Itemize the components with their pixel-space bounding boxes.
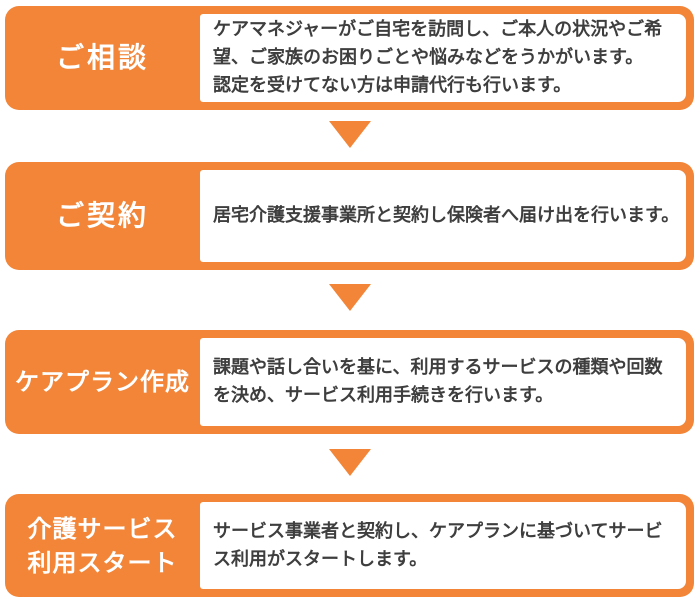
step-label: 介護サービス 利用スタート xyxy=(5,494,200,597)
step-label-text: ご相談 xyxy=(55,41,149,74)
down-arrow-icon xyxy=(329,449,371,476)
step-row-contract: ご契約 居宅介護支援事業所と契約し保険者へ届け出を行います。 xyxy=(5,162,694,270)
step-description-text: 居宅介護支援事業所と契約し保険者へ届け出を行います。 xyxy=(213,205,680,226)
step-label: ケアプラン作成 xyxy=(5,330,200,434)
step-row-service-start: 介護サービス 利用スタート サービス事業者と契約し、ケアプランに基づいてサービ … xyxy=(5,494,694,597)
step-description-text: 認定を受けてない方は申請代行も行います。 xyxy=(213,75,572,96)
step-label-text: 介護サービス xyxy=(27,514,178,543)
step-label-text: ご契約 xyxy=(55,199,149,232)
step-label: ご契約 xyxy=(5,162,200,270)
step-label-text: 利用スタート xyxy=(27,548,178,577)
step-description-text: ス利用がスタートします。 xyxy=(213,548,428,570)
step-description: 居宅介護支援事業所と契約し保険者へ届け出を行います。 xyxy=(200,170,686,262)
down-arrow-icon xyxy=(329,284,371,311)
step-row-care-plan: ケアプラン作成 課題や話し合いを基に、利用するサービスの種類や回数 を決め、サー… xyxy=(5,330,694,434)
step-label: ご相談 xyxy=(5,6,200,110)
step-description-text: 課題や話し合いを基に、利用するサービスの種類や回数 xyxy=(213,357,663,378)
step-description: ケアマネジャーがご自宅を訪問し、ご本人の状況やご希 望、ご家族のお困りごとや悩み… xyxy=(200,14,686,102)
step-description-text: ケアマネジャーがご自宅を訪問し、ご本人の状況やご希 xyxy=(213,19,663,40)
step-description: サービス事業者と契約し、ケアプランに基づいてサービ ス利用がスタートします。 xyxy=(200,502,686,589)
step-row-consultation: ご相談 ケアマネジャーがご自宅を訪問し、ご本人の状況やご希 望、ご家族のお困りご… xyxy=(5,6,694,110)
step-label-text: ケアプラン作成 xyxy=(15,368,190,396)
down-arrow-icon xyxy=(329,121,371,148)
step-description-text: サービス事業者と契約し、ケアプランに基づいてサービ xyxy=(213,520,663,542)
step-description-text: 望、ご家族のお困りごとや悩みなどをうかがいます。 xyxy=(213,47,644,68)
step-description: 課題や話し合いを基に、利用するサービスの種類や回数 を決め、サービス利用手続きを… xyxy=(200,338,686,426)
step-description-text: を決め、サービス利用手続きを行います。 xyxy=(213,385,554,406)
